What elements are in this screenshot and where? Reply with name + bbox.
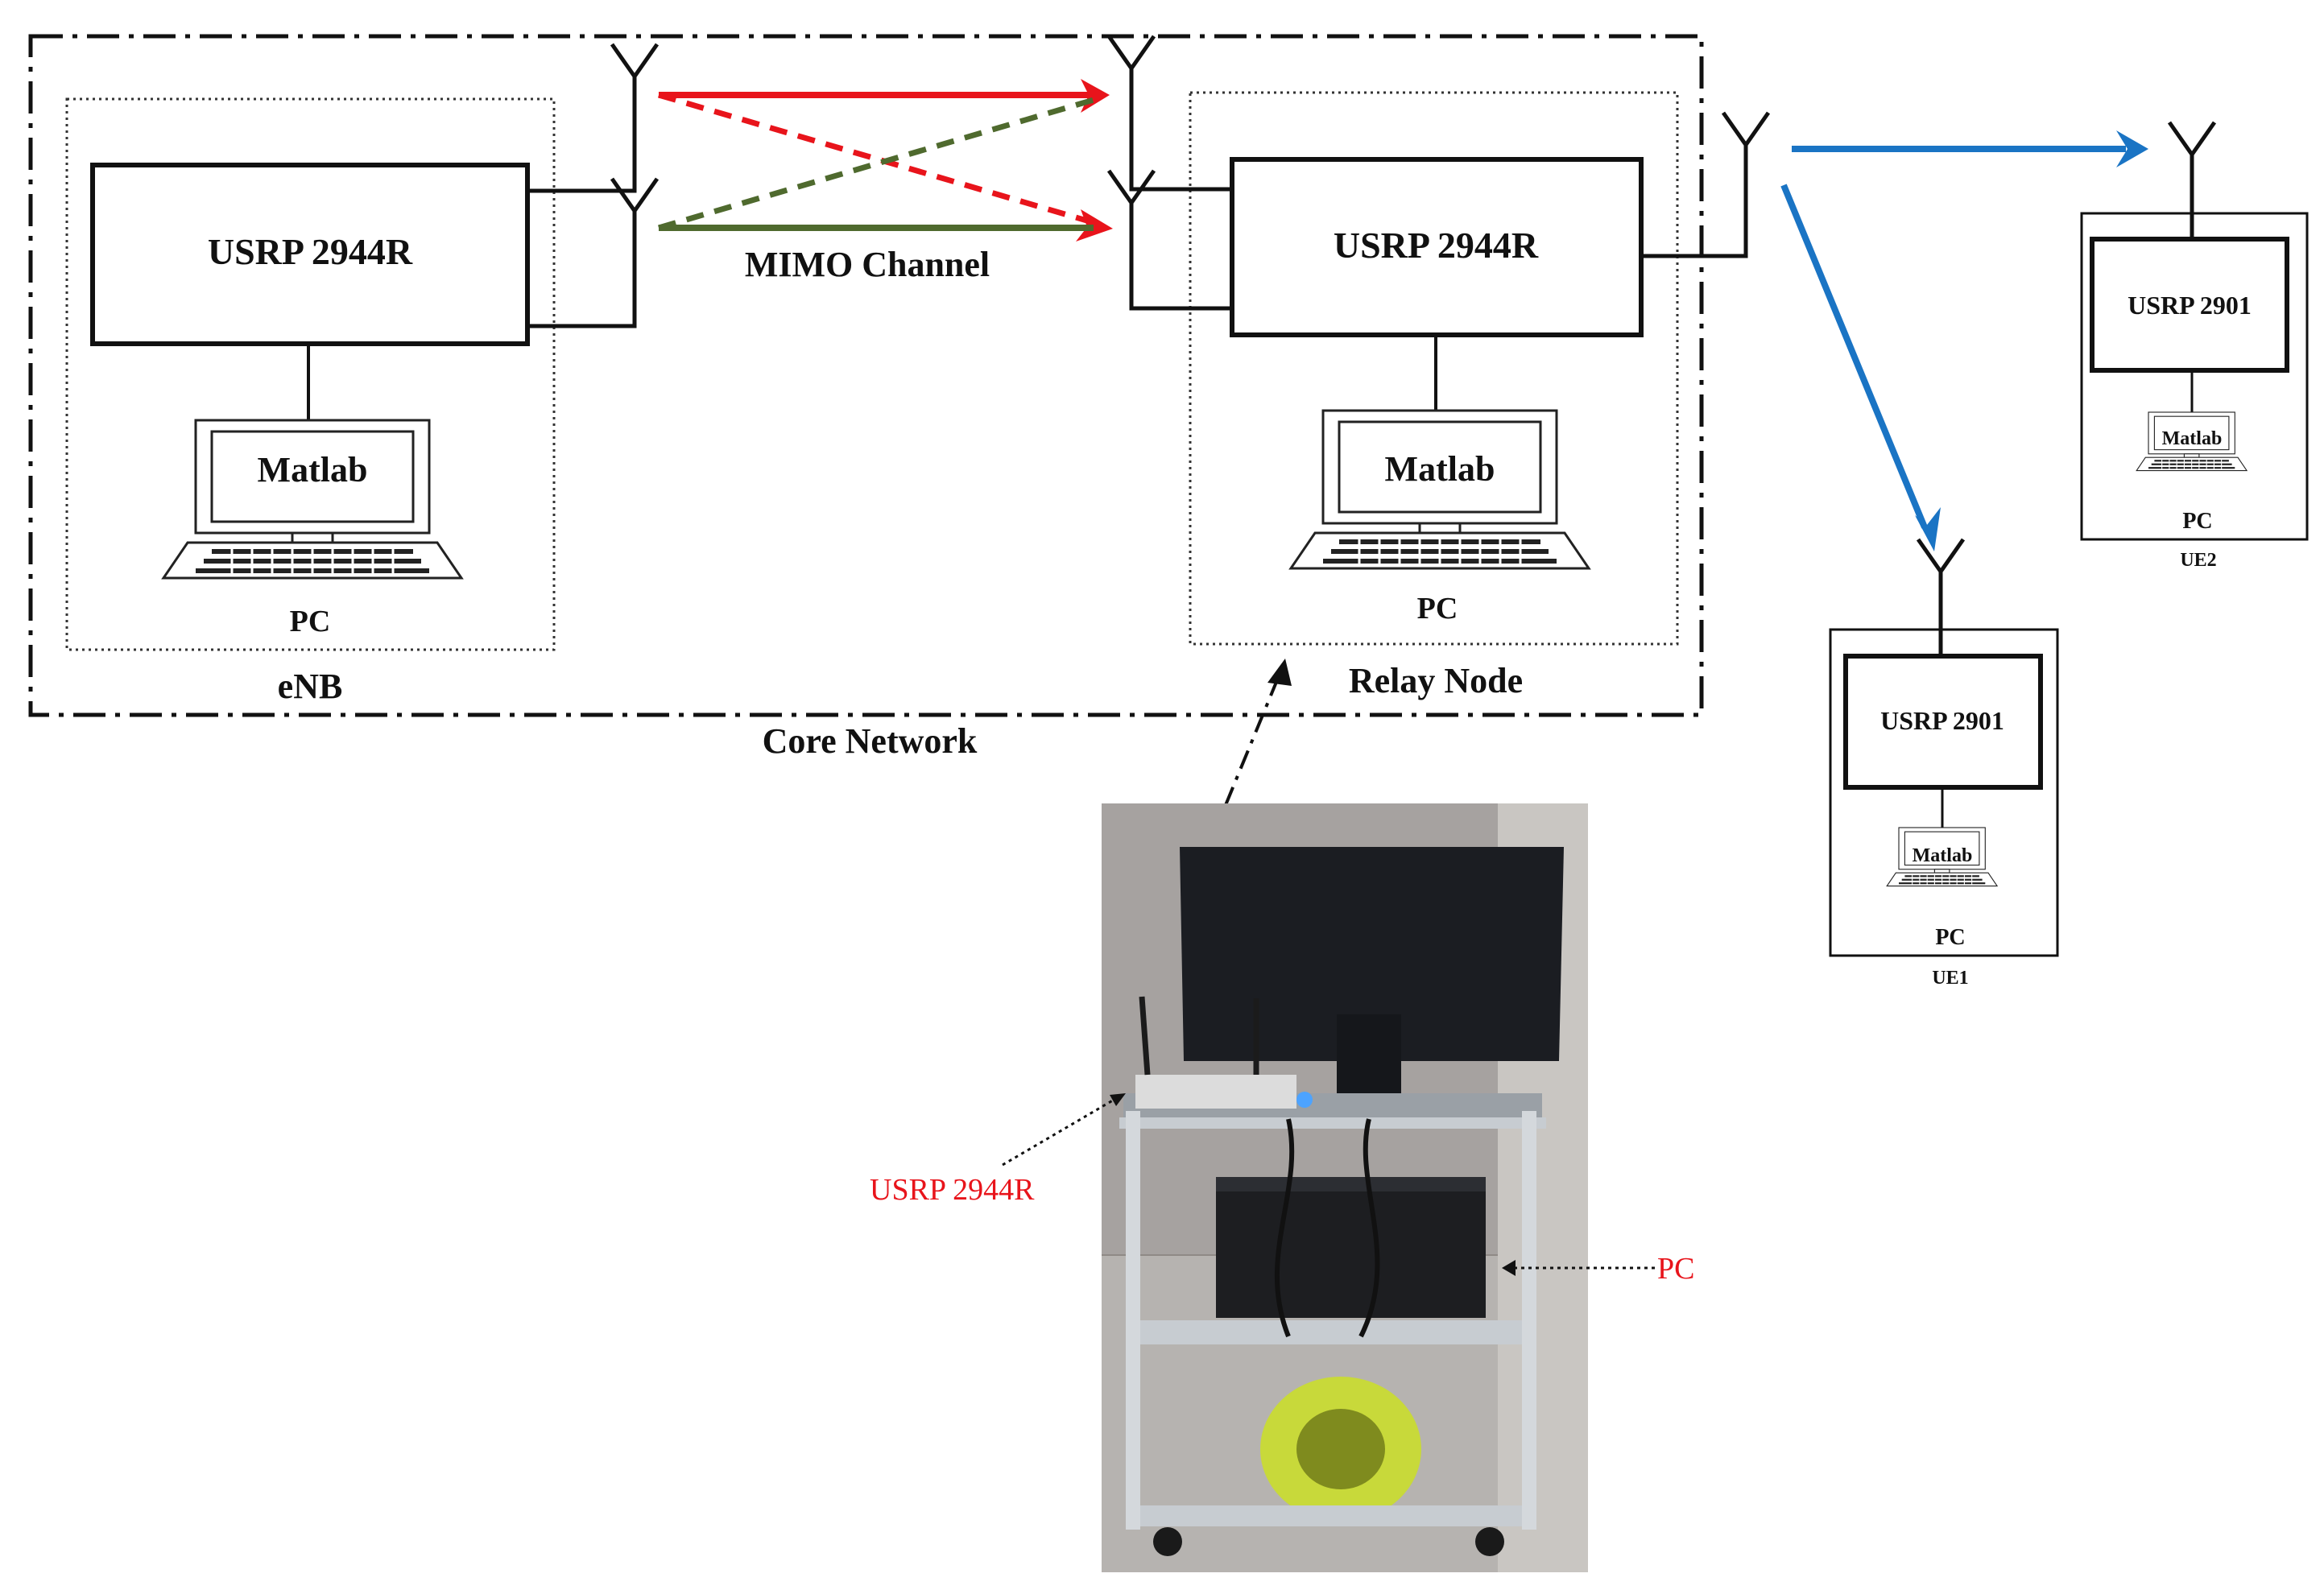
ue2-usrp-label: USRP 2901 bbox=[2128, 291, 2252, 320]
ue2-boundary bbox=[2080, 212, 2309, 541]
antenna-icon bbox=[2169, 122, 2214, 211]
relay-boundary bbox=[1189, 91, 1679, 646]
enb-pc-label: PC bbox=[290, 605, 331, 638]
arrowhead-icon bbox=[2116, 130, 2148, 167]
ue1-node: USRP 2901 Matlab PC UE1 bbox=[1829, 539, 2059, 989]
relay-node: USRP 2944R Matlab PC Relay Node bbox=[1109, 36, 1768, 700]
ue2-pc-label: PC bbox=[2182, 509, 2212, 534]
relay-pc-label: PC bbox=[1417, 592, 1458, 626]
ue2-usrp-box bbox=[2090, 237, 2289, 373]
photo-pc-label: PC bbox=[1657, 1252, 1694, 1286]
antenna-icon bbox=[1723, 113, 1768, 201]
enb-boundary bbox=[65, 97, 556, 651]
ue2-matlab-label: Matlab bbox=[2162, 428, 2223, 449]
laptop-icon bbox=[162, 419, 463, 580]
antenna-icon bbox=[612, 44, 657, 133]
ue1-boundary bbox=[1829, 628, 2059, 957]
enb-node: USRP 2944R Matlab PC eNB bbox=[65, 44, 657, 706]
mimo-channel-label: MIMO Channel bbox=[745, 245, 990, 284]
photo-annotations: USRP 2944R PC bbox=[870, 1093, 1694, 1286]
photo-pointer bbox=[1224, 671, 1282, 806]
arrowhead-icon bbox=[1915, 507, 1941, 551]
relay-usrp-label: USRP 2944R bbox=[1334, 225, 1539, 266]
enb-usrp-label: USRP 2944R bbox=[208, 231, 413, 272]
enb-matlab-label: Matlab bbox=[258, 450, 368, 489]
ue1-matlab-label: Matlab bbox=[1913, 845, 1973, 866]
enb-label: eNB bbox=[278, 667, 343, 706]
relay-matlab-label: Matlab bbox=[1385, 449, 1495, 489]
laptop-icon bbox=[1289, 409, 1590, 570]
photo-usrp-label: USRP 2944R bbox=[870, 1173, 1035, 1207]
core-network-boundary bbox=[28, 34, 1704, 717]
antenna-icon bbox=[1918, 539, 1963, 628]
core-network-label: Core Network bbox=[763, 721, 978, 761]
downlinks bbox=[1780, 130, 2148, 551]
relay-setup-photo bbox=[1102, 803, 1588, 1572]
antenna-icon bbox=[1109, 36, 1154, 125]
ue1-usrp-label: USRP 2901 bbox=[1880, 706, 2004, 735]
arrowhead-icon bbox=[1076, 209, 1113, 242]
ue1-label: UE1 bbox=[1932, 968, 1968, 989]
relay-usrp-box bbox=[1230, 157, 1644, 337]
mimo-channel: MIMO Channel bbox=[658, 79, 1113, 284]
ue2-node: USRP 2901 Matlab PC UE2 bbox=[2080, 122, 2309, 571]
arrowhead-icon bbox=[1110, 1093, 1126, 1106]
arrowhead-icon bbox=[1502, 1260, 1516, 1276]
relay-node-label: Relay Node bbox=[1349, 661, 1523, 700]
arrowhead-icon bbox=[1267, 659, 1292, 686]
ue2-label: UE2 bbox=[2180, 550, 2216, 571]
ue1-pc-label: PC bbox=[1935, 925, 1965, 950]
